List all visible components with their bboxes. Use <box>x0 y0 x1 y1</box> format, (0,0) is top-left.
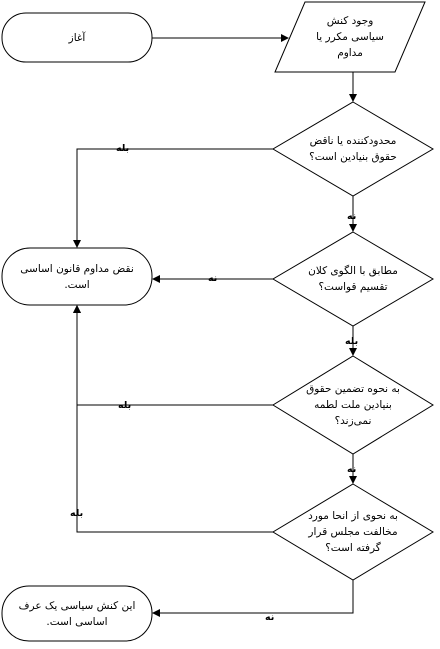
q3-label: به نحوه تضمین حقوق بنیادین ملت لطمه نمی‌… <box>306 383 400 427</box>
violation-label: نقض مداوم قانون اساسی است. <box>20 262 134 291</box>
q1-label: محدودکننده یا ناقض حقوق بنیادین است؟ <box>309 135 397 163</box>
edge-q1-yes <box>73 148 273 248</box>
q2-label: مطابق با الگوی کلان تقسیم قواست؟ <box>308 265 398 293</box>
edge-q4-no <box>152 580 354 617</box>
input-parallelogram <box>274 1 426 73</box>
edge-label-q3-no: نه <box>347 464 357 475</box>
edge-label-q2-yes: بله <box>345 336 359 347</box>
edge-label-q4-no: نه <box>265 612 275 623</box>
input-label: وجود کنش سیاسی مکرر یا مداوم <box>316 15 384 59</box>
edge-label-q4-yes: بله <box>70 508 84 519</box>
q4-label: به نحوی از انحا مورد مخالفت مجلس قرار گر… <box>308 510 398 554</box>
edge-q4-yes <box>73 305 273 533</box>
edge-label-q1-no: نه <box>347 211 357 222</box>
edge-label-q1-yes: بله <box>116 143 130 154</box>
edge-label-q2-no: نه <box>208 273 218 284</box>
start-label: آغاز <box>68 31 86 44</box>
convention-label: این کنش سیاسی یک عرف اساسی است. <box>18 599 136 628</box>
edge-q3-yes <box>73 305 273 406</box>
edge-label-q3-yes: بله <box>118 400 132 411</box>
